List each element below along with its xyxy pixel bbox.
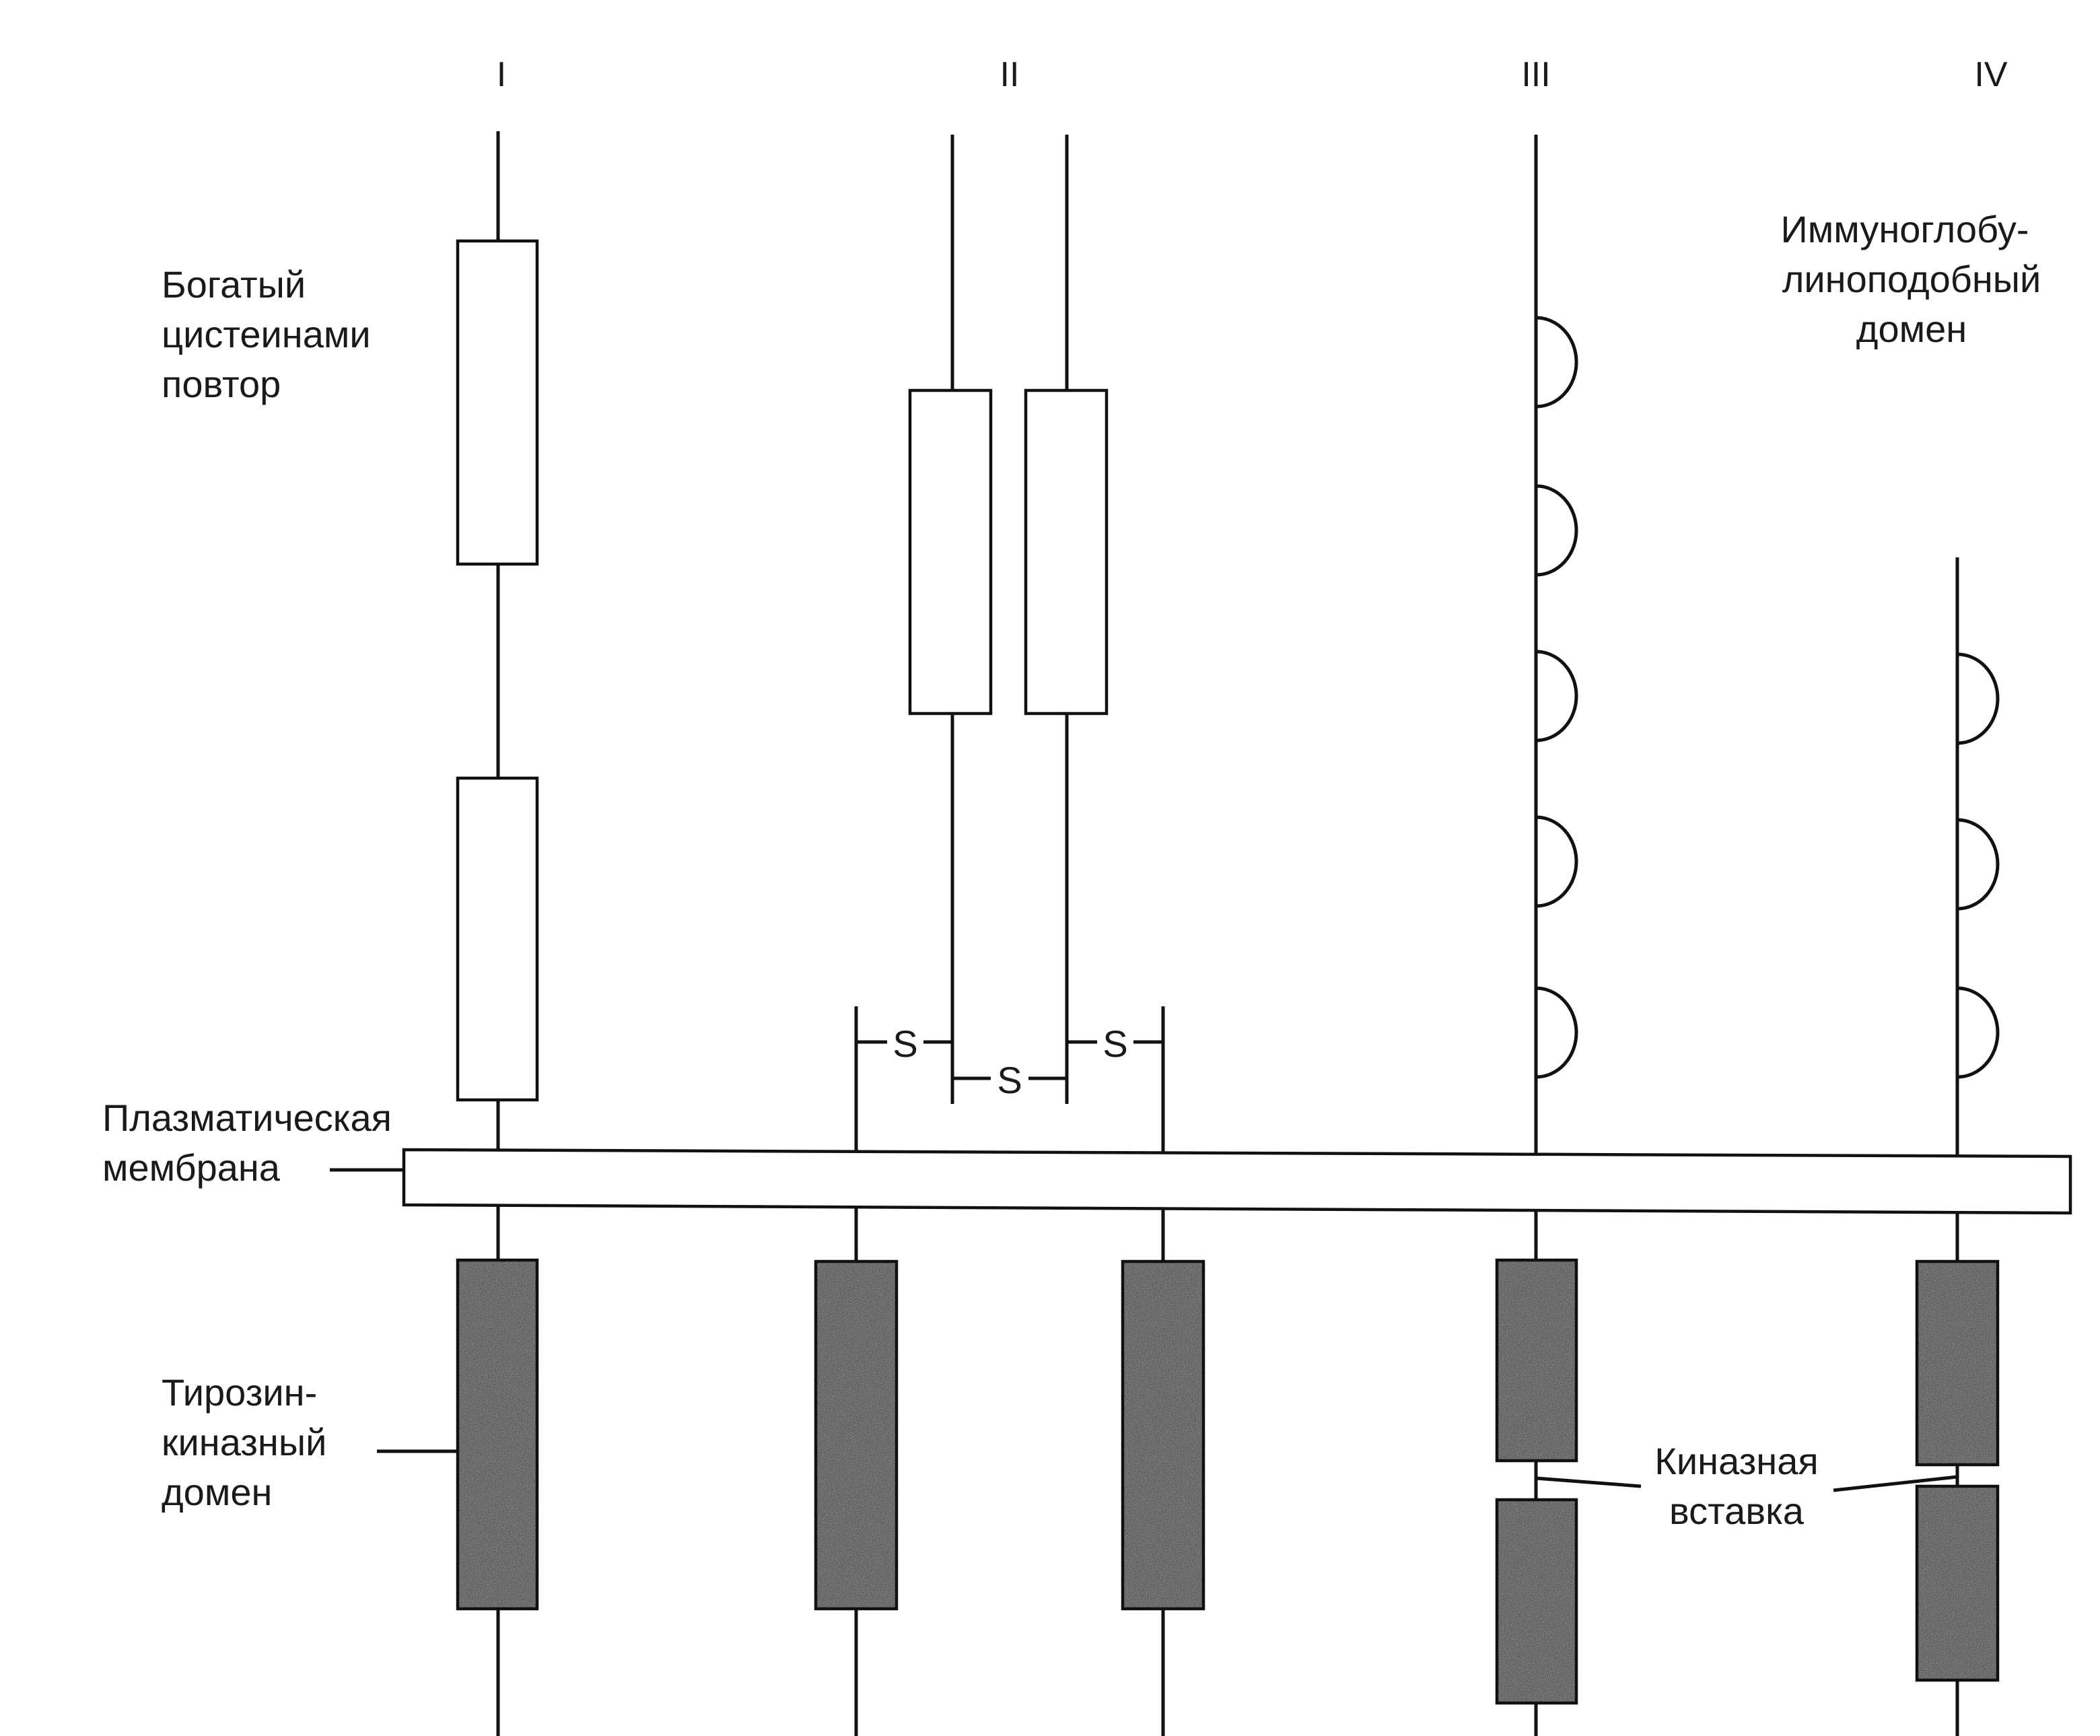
receptor-ii: S S S	[814, 135, 1205, 1736]
cysteine-repeat-label-line-3: повтор	[162, 363, 281, 405]
receptor-i	[456, 131, 539, 1736]
class-label-i: I	[497, 55, 506, 94]
membrane-label-line-2: мембрана	[102, 1146, 281, 1189]
ig-like-loop-iii-3	[1535, 650, 1578, 742]
cysteine-repeat-label-line-1: Богатый	[162, 263, 306, 306]
ig-like-loop-iv-2	[1957, 818, 2000, 911]
ig-like-loop-iii-5	[1535, 986, 1578, 1079]
kinase-insert-leader-left	[1535, 1476, 1642, 1488]
ig-like-loop-iii-2	[1535, 484, 1578, 577]
tyrosine-kinase-label-line-2: киназный	[162, 1421, 326, 1463]
cysteine-repeat-label-line-2: цистеинами	[162, 313, 371, 355]
membrane-label: Плазматическая мембрана	[102, 1097, 404, 1189]
ig-like-loop-iv-1	[1957, 652, 2000, 745]
tyrosine-kinase-label: Тирозин- киназный домен	[162, 1371, 458, 1513]
ig-domain-label-line-2: линоподобный	[1782, 258, 2041, 300]
membrane-label-line-1: Плазматическая	[102, 1097, 392, 1139]
cysteine-rich-repeat-ii-left	[908, 388, 993, 716]
class-label-ii: II	[1000, 55, 1020, 94]
disulfide-s-middle: S	[997, 1059, 1022, 1101]
ig-domain-label-line-3: домен	[1856, 308, 1967, 350]
receptor-iii	[1495, 135, 1578, 1736]
tyrosine-kinase-domain-iv-part-1	[1915, 1259, 2000, 1467]
cysteine-repeat-label: Богатый цистеинами повтор	[162, 263, 371, 405]
ig-like-loop-iii-1	[1535, 316, 1578, 409]
tyrosine-kinase-domain-i	[456, 1258, 539, 1611]
kinase-insert-leader-right	[1833, 1475, 1958, 1492]
cysteine-rich-repeat-2	[456, 776, 539, 1102]
kinase-insert-label-line-2: вставка	[1669, 1490, 1805, 1532]
kinase-insert-label-line-1: Киназная	[1654, 1440, 1818, 1482]
ig-like-loop-iv-3	[1957, 986, 2000, 1079]
tyrosine-kinase-domain-iv-part-2	[1915, 1484, 2000, 1682]
ig-domain-label: Иммуноглобу- линоподобный домен	[1780, 208, 2041, 350]
cysteine-rich-repeat-1	[456, 239, 539, 566]
ig-domain-label-line-1: Иммуноглобу-	[1780, 208, 2029, 250]
receptor-iv	[1915, 557, 2000, 1736]
tyrosine-kinase-domain-iii-part-2	[1495, 1498, 1578, 1705]
class-label-iii: III	[1521, 55, 1550, 94]
tyrosine-kinase-label-line-1: Тирозин-	[162, 1371, 317, 1414]
plasma-membrane	[402, 1148, 2072, 1215]
ig-like-loop-iii-4	[1535, 815, 1578, 908]
tyrosine-kinase-label-line-3: домен	[162, 1471, 272, 1513]
class-label-iv: IV	[1974, 55, 2007, 94]
kinase-insert-label: Киназная вставка	[1535, 1440, 1958, 1532]
tyrosine-kinase-domain-ii-left	[814, 1259, 899, 1611]
cysteine-rich-repeat-ii-right	[1024, 388, 1109, 716]
tyrosine-kinase-domain-iii-part-1	[1495, 1258, 1578, 1463]
disulfide-s-left: S	[893, 1022, 917, 1065]
disulfide-s-right: S	[1102, 1022, 1127, 1065]
tyrosine-kinase-domain-ii-right	[1121, 1259, 1205, 1611]
